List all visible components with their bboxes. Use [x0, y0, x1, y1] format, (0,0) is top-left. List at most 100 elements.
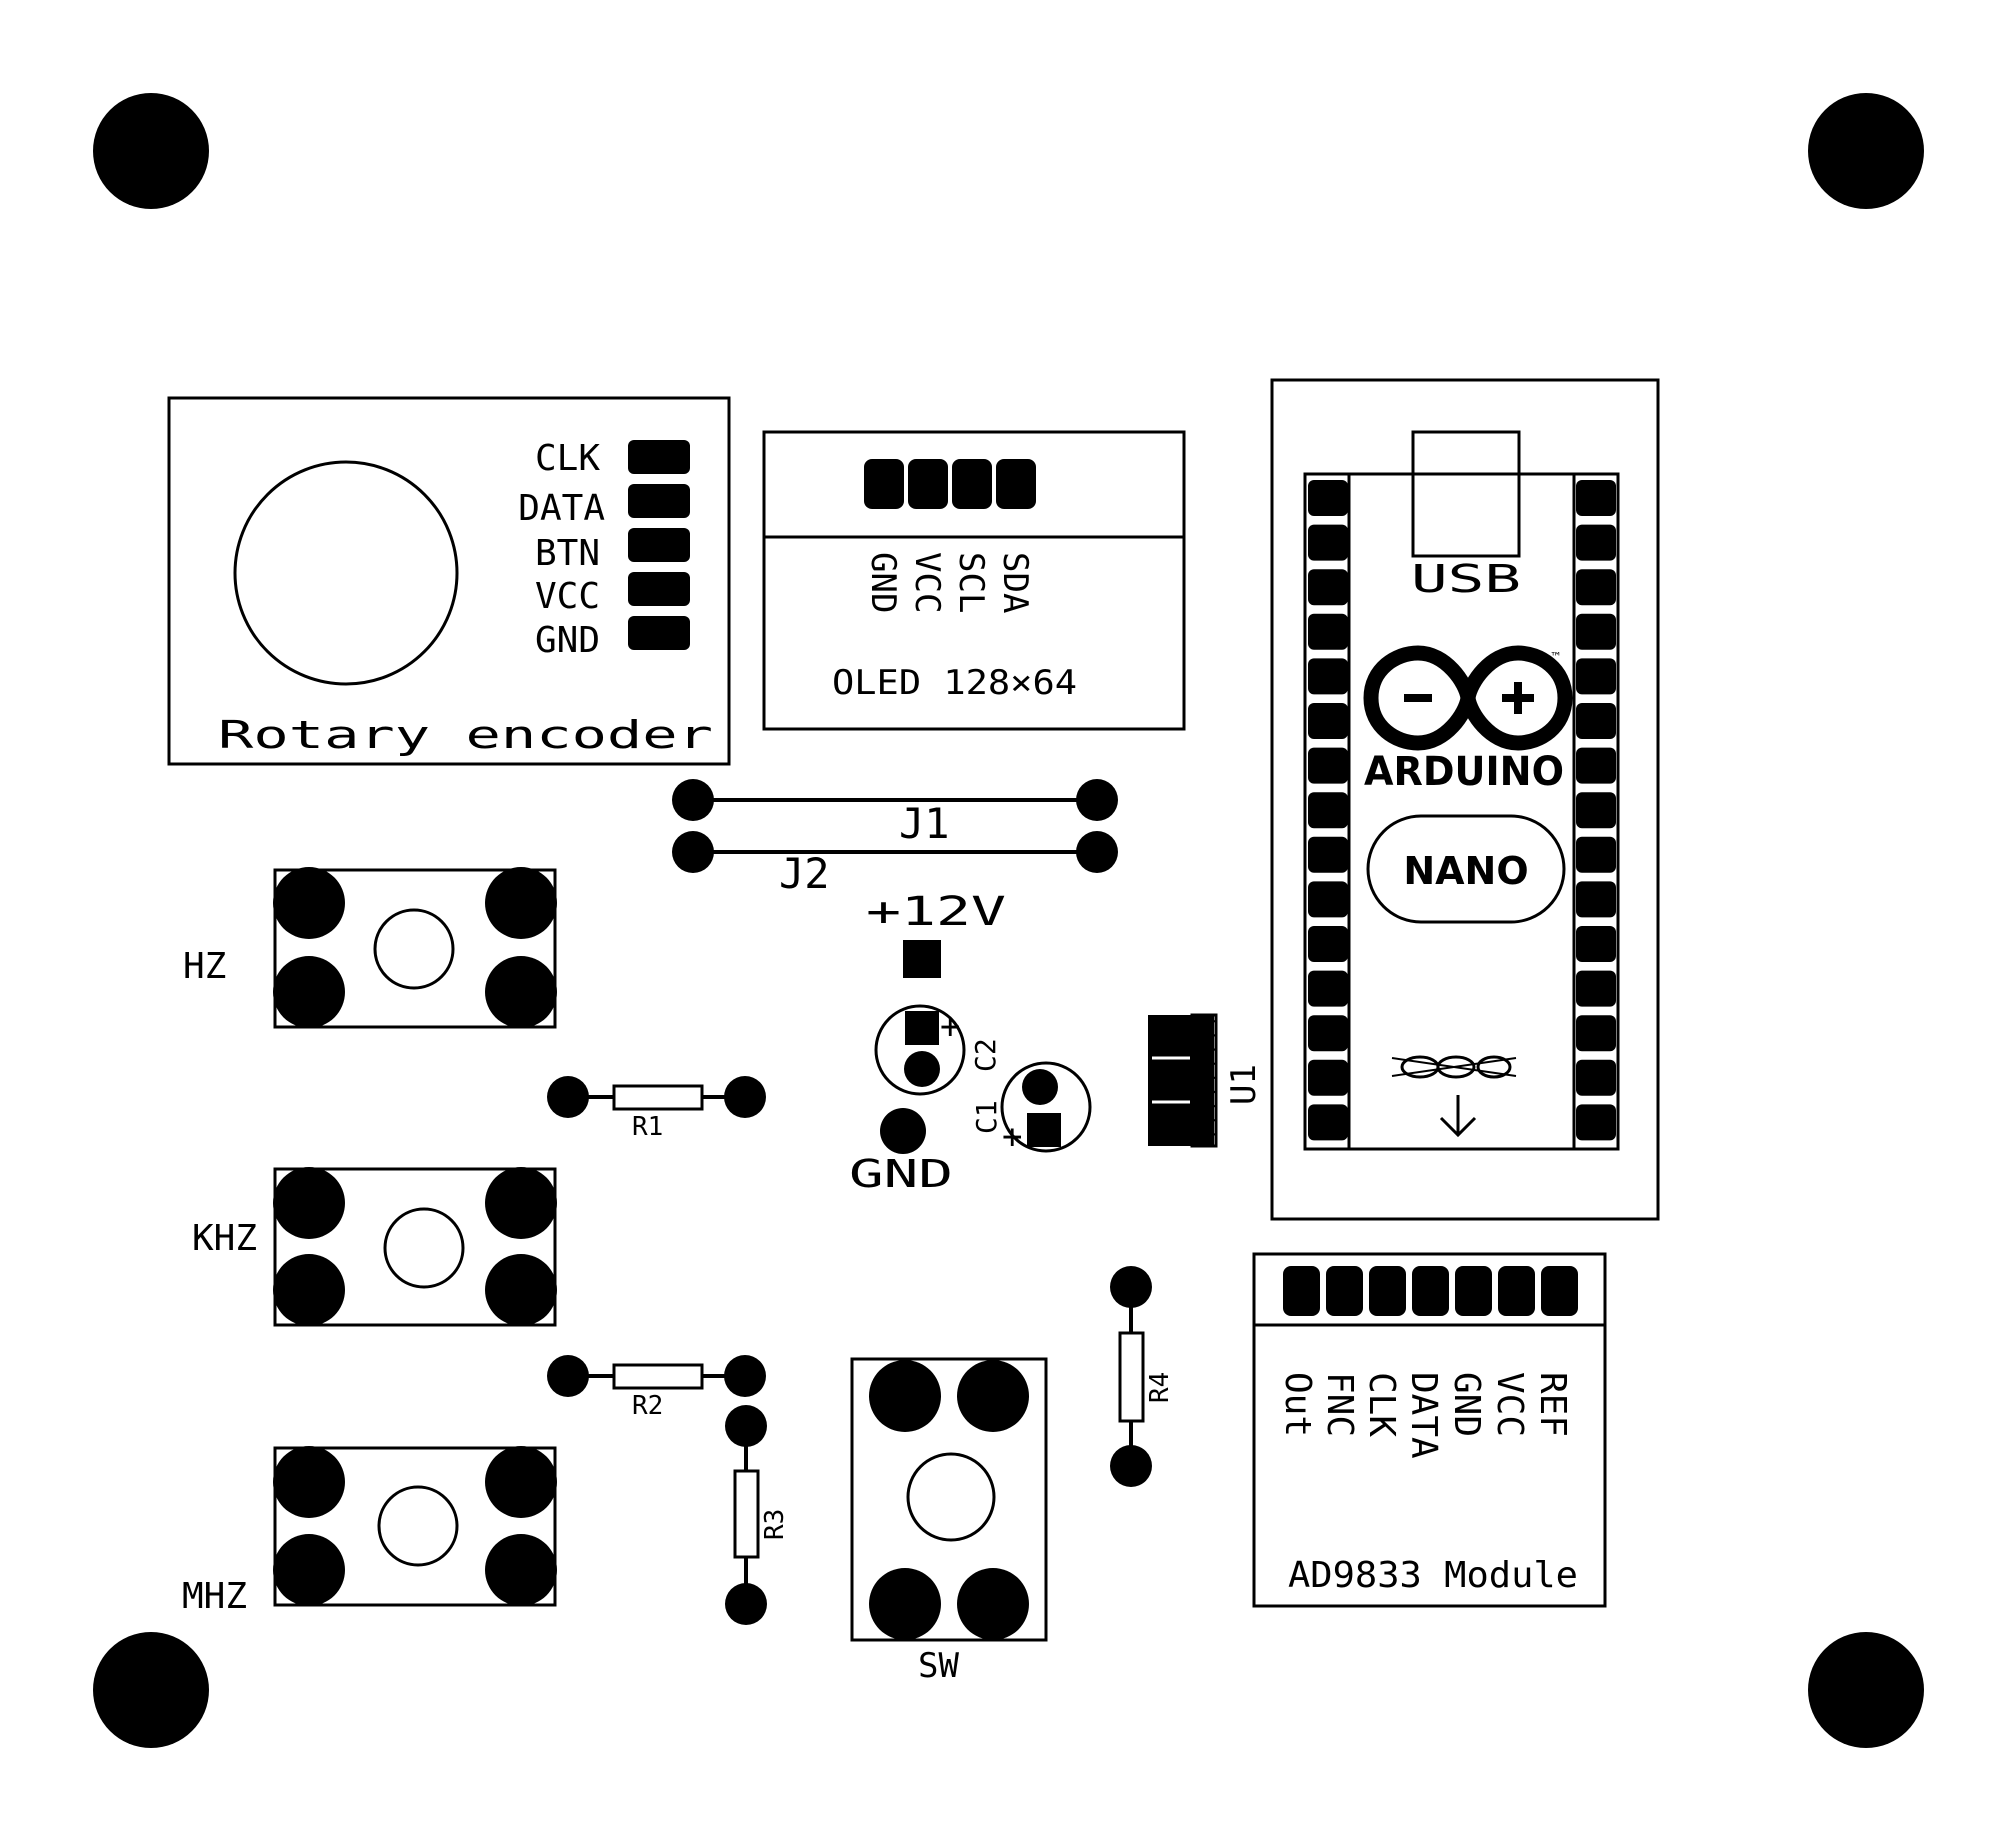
rotary-encoder-outline: [167, 396, 731, 766]
ad9833-outline: [1252, 1252, 1607, 1608]
nano-pin-right-7: [1576, 747, 1616, 784]
encoder-pad-clk: [628, 440, 690, 474]
nano-pin-left-10: [1308, 881, 1348, 918]
power-gnd-label: GND: [849, 1152, 953, 1196]
nano-outline: [1270, 378, 1660, 1221]
resistor-r1-label: R1: [632, 1112, 663, 1142]
resistor-r2-label: R2: [632, 1391, 663, 1421]
oled-title: OLED 128×64: [832, 663, 1077, 703]
rotary-encoder-module: CLK DATA BTN VCC GND Rotary encoder: [167, 396, 731, 766]
ad9833-pad-5: [1455, 1266, 1492, 1316]
nano-pin-left-4: [1308, 613, 1348, 650]
nano-pin-left-1: [1308, 480, 1348, 516]
ad9833-pad-6: [1498, 1266, 1535, 1316]
capacitor-c1-label: C1: [970, 1100, 1003, 1134]
resistor-r3-label: R3: [760, 1509, 790, 1540]
nano-pin-right-3: [1576, 569, 1616, 606]
encoder-pin-btn: BTN: [535, 533, 600, 574]
nano-pin-left-8: [1308, 792, 1348, 829]
ad9833-pad-1: [1283, 1266, 1320, 1316]
resistor-r2: R2: [547, 1355, 766, 1421]
mounting-hole-top-left: [93, 93, 209, 209]
jumper-j2: J2: [672, 831, 1118, 898]
nano-pin-right-5: [1576, 658, 1616, 695]
button-sw-label: SW: [918, 1646, 959, 1686]
nano-pin-right-8: [1576, 792, 1616, 829]
capacitor-c2-label: C2: [969, 1038, 1002, 1072]
resistor-r1: R1: [547, 1076, 766, 1142]
ad9833-module: Out FNC CLK DATA GND VCC REF AD9833 Modu…: [1252, 1252, 1607, 1608]
nano-pin-right-9: [1576, 836, 1616, 873]
encoder-pad-btn: [628, 528, 690, 562]
svg-text:+: +: [1002, 1117, 1022, 1157]
ad9833-pad-4: [1412, 1266, 1449, 1316]
ad9833-pin-out: Out: [1277, 1372, 1318, 1437]
arduino-nano-module: USB ™ ARDUINO NANO: [1270, 378, 1660, 1221]
nano-arrow-down-icon: [1439, 1095, 1477, 1138]
nano-pin-right-12: [1576, 970, 1616, 1007]
jumper-j1-label: J1: [899, 799, 950, 848]
resistor-r4: R4: [1110, 1266, 1175, 1487]
ad9833-pin-vcc: VCC: [1489, 1372, 1530, 1437]
nano-pin-right-11: [1576, 926, 1616, 962]
oled-pin-scl: SCL: [951, 552, 991, 613]
jumper-j1: J1: [672, 779, 1118, 848]
resistor-r3: R3: [725, 1405, 790, 1625]
button-hz-label: HZ: [183, 946, 226, 987]
oled-pad-sda: [996, 459, 1036, 509]
encoder-pin-gnd: GND: [535, 620, 600, 661]
svg-text:+: +: [940, 1007, 960, 1047]
ad9833-pad-2: [1326, 1266, 1363, 1316]
nano-board: [1303, 472, 1620, 1151]
nano-usb-label: USB: [1411, 557, 1521, 601]
nano-pin-right-15: [1576, 1104, 1616, 1141]
encoder-pad-data: [628, 484, 690, 518]
rotary-encoder-knob: [233, 460, 459, 686]
encoder-pin-data: DATA: [518, 488, 605, 529]
nano-pin-left-5: [1308, 658, 1348, 695]
ad9833-pad-3: [1369, 1266, 1406, 1316]
nano-pin-left-11: [1308, 926, 1348, 962]
nano-model-badge: [1366, 814, 1566, 924]
ad9833-pin-data: DATA: [1403, 1372, 1444, 1459]
nano-pin-left-13: [1308, 1015, 1348, 1052]
nano-brand-label: ARDUINO: [1364, 749, 1564, 795]
nano-pin-right-10: [1576, 881, 1616, 918]
ad9833-pad-7: [1541, 1266, 1578, 1316]
nano-usb-port: [1411, 430, 1521, 558]
nano-pin-right-1: [1576, 480, 1616, 516]
nano-pin-right-13: [1576, 1015, 1616, 1052]
jumper-j2-label: J2: [779, 849, 830, 898]
button-hz: HZ: [183, 867, 557, 1029]
oled-module: GND VCC SCL SDA OLED 128×64: [762, 430, 1186, 731]
nano-pin-right-4: [1576, 613, 1616, 650]
encoder-pad-gnd: [628, 616, 690, 650]
oled-pin-vcc: VCC: [907, 552, 947, 613]
mounting-hole-bottom-right: [1808, 1632, 1924, 1748]
nano-model-label: NANO: [1403, 849, 1528, 893]
encoder-pad-vcc: [628, 572, 690, 606]
encoder-pin-vcc: VCC: [535, 576, 600, 617]
nano-pin-left-15: [1308, 1104, 1348, 1141]
button-khz: KHZ: [192, 1167, 557, 1327]
nano-pin-left-9: [1308, 836, 1348, 873]
nano-pin-left-14: [1308, 1059, 1348, 1096]
arduino-logo-icon: ™: [1363, 645, 1573, 751]
button-khz-label: KHZ: [192, 1218, 257, 1259]
button-mhz-label: MHZ: [182, 1576, 247, 1617]
resistor-r4-label: R4: [1145, 1372, 1175, 1403]
button-sw: SW: [850, 1357, 1048, 1686]
regulator-u1: U1: [1148, 1013, 1264, 1148]
nano-pin-left-3: [1308, 569, 1348, 606]
regulator-u1-label: U1: [1224, 1064, 1264, 1105]
nano-pin-left-7: [1308, 747, 1348, 784]
capacitor-c1: + C1: [970, 1061, 1092, 1157]
power-12v-label: +12V: [866, 889, 1006, 935]
oled-pin-gnd: GND: [863, 552, 903, 613]
ad9833-pin-gnd: GND: [1446, 1372, 1487, 1437]
power-12v-pad: [903, 940, 941, 978]
oled-pad-vcc: [908, 459, 948, 509]
encoder-pin-clk: CLK: [535, 438, 600, 479]
power-gnd-pad: [880, 1108, 926, 1154]
nano-pin-left-12: [1308, 970, 1348, 1007]
